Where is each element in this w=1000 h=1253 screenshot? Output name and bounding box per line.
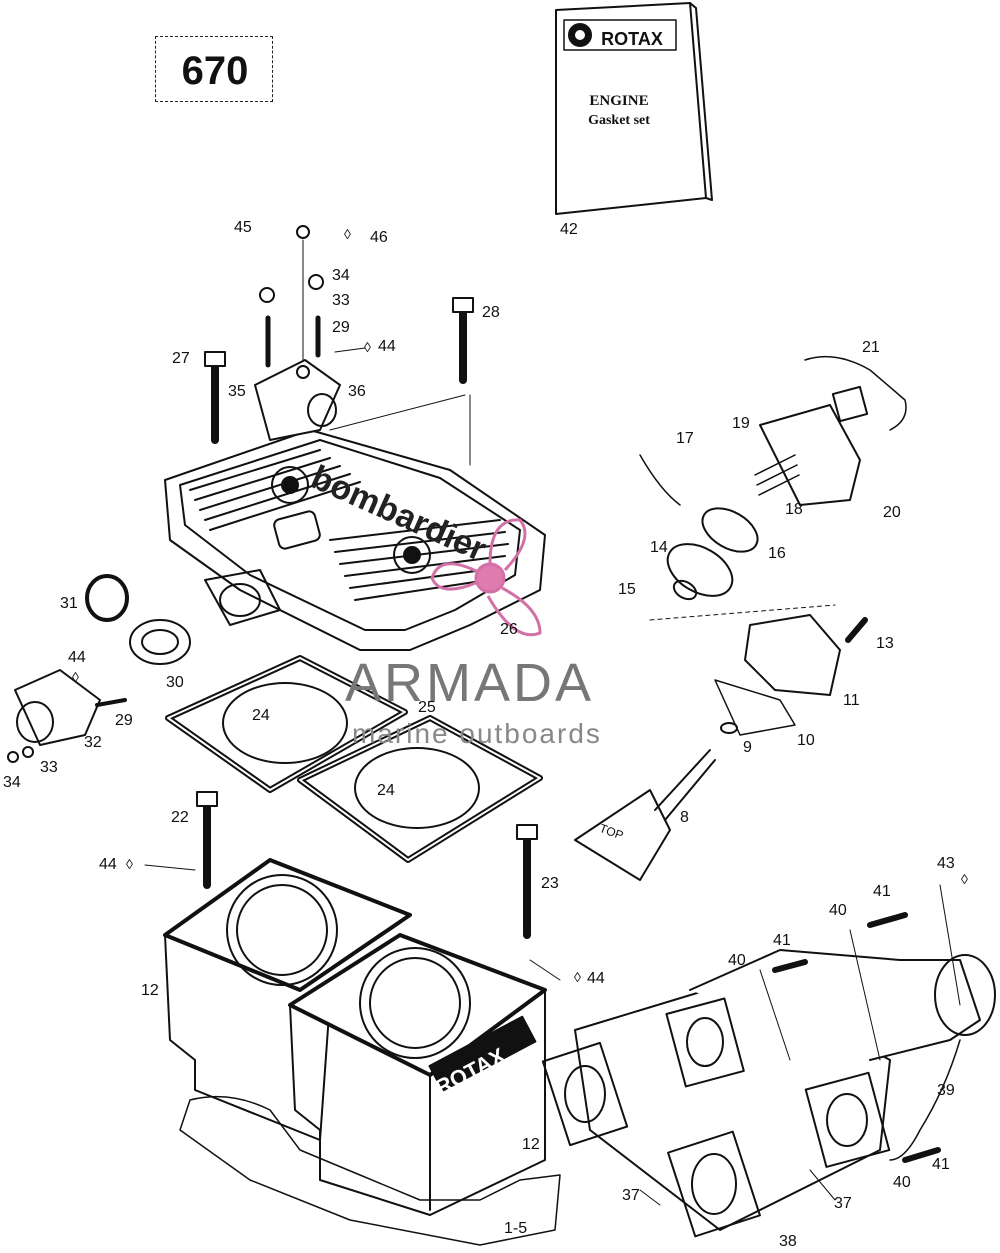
callout-18[interactable]: 18 xyxy=(785,501,803,518)
exhaust-manifold xyxy=(541,949,996,1238)
cylinders xyxy=(163,858,547,1216)
callout-46[interactable]: 46 xyxy=(370,229,388,246)
callout-12[interactable]: 12 xyxy=(141,982,159,999)
callout-40[interactable]: 40 xyxy=(829,902,847,919)
callout-42[interactable]: 42 xyxy=(560,221,578,238)
callout-20[interactable]: 20 xyxy=(883,504,901,521)
callout-24[interactable]: 24 xyxy=(252,707,270,724)
callout-43[interactable]: 43 xyxy=(937,855,955,872)
callout-36[interactable]: 36 xyxy=(348,383,366,400)
callout-28[interactable]: 28 xyxy=(482,304,500,321)
base-gasket xyxy=(179,1095,561,1246)
callout-12[interactable]: 12 xyxy=(522,1136,540,1153)
watermark-tagline: marine outboards xyxy=(352,718,602,749)
callout-35[interactable]: 35 xyxy=(228,383,246,400)
callout-33[interactable]: 33 xyxy=(40,759,58,776)
gasket-set-booklet xyxy=(555,2,713,215)
sealant-drop-icon: ◊ xyxy=(344,226,351,242)
callout-34[interactable]: 34 xyxy=(332,267,350,284)
model-number: 670 xyxy=(181,49,249,93)
callout-44[interactable]: 44 xyxy=(587,970,605,987)
callout-27[interactable]: 27 xyxy=(172,350,190,367)
head-gaskets xyxy=(165,655,543,863)
sealant-drop-icon: ◊ xyxy=(364,339,371,355)
callout-13[interactable]: 13 xyxy=(876,635,894,652)
callout-16[interactable]: 16 xyxy=(768,545,786,562)
sealant-drop-icon: ◊ xyxy=(961,871,968,887)
callout-29[interactable]: 29 xyxy=(115,712,133,729)
callout-25[interactable]: 25 xyxy=(418,699,436,716)
callout-29[interactable]: 29 xyxy=(332,319,350,336)
callout-10[interactable]: 10 xyxy=(797,732,815,749)
rave-valve-assembly xyxy=(574,355,907,881)
callout-30[interactable]: 30 xyxy=(166,674,184,691)
callout-41[interactable]: 41 xyxy=(932,1156,950,1173)
model-number-box: 670 xyxy=(155,36,273,102)
callout-38[interactable]: 38 xyxy=(779,1233,797,1250)
cylinder-head-cover xyxy=(164,429,546,651)
callout-23[interactable]: 23 xyxy=(541,875,559,892)
gasket-set-label: ROTAX ENGINE Gasket set xyxy=(556,3,706,215)
thermostat-group xyxy=(7,574,191,763)
callout-44[interactable]: 44 xyxy=(99,856,117,873)
callout-41[interactable]: 41 xyxy=(873,883,891,900)
callout-17[interactable]: 17 xyxy=(676,430,694,447)
callout-21[interactable]: 21 xyxy=(862,339,880,356)
callout-9[interactable]: 9 xyxy=(743,739,752,756)
armada-logo-icon xyxy=(430,518,542,637)
callout-11[interactable]: 11 xyxy=(843,692,860,709)
callout-37[interactable]: 37 xyxy=(834,1195,852,1212)
callout-15[interactable]: 15 xyxy=(618,581,636,598)
sealant-drop-icon: ◊ xyxy=(72,669,79,685)
callout-39[interactable]: 39 xyxy=(937,1082,955,1099)
callout-44[interactable]: 44 xyxy=(68,649,86,666)
watermark-name: ARMADA xyxy=(345,653,595,713)
callout-45[interactable]: 45 xyxy=(234,219,252,236)
callout-34[interactable]: 34 xyxy=(3,774,21,791)
bolts-and-studs[interactable] xyxy=(196,225,941,1163)
callout-1-5[interactable]: 1-5 xyxy=(504,1220,528,1237)
callout-31[interactable]: 31 xyxy=(60,595,78,612)
callout-32[interactable]: 32 xyxy=(84,734,102,751)
callout-26[interactable]: 26 xyxy=(500,621,518,638)
leader-lines xyxy=(144,347,961,1206)
callout-19[interactable]: 19 xyxy=(732,415,750,432)
callout-37[interactable]: 37 xyxy=(622,1187,640,1204)
kit-title: ENGINE xyxy=(589,93,649,109)
kit-brand: ROTAX xyxy=(601,29,663,49)
thermostat-housing xyxy=(254,359,341,441)
sealant-drop-icon: ◊ xyxy=(574,969,581,985)
callout-40[interactable]: 40 xyxy=(893,1174,911,1191)
callout-44[interactable]: 44 xyxy=(378,338,396,355)
callout-14[interactable]: 14 xyxy=(650,539,668,556)
callout-24[interactable]: 24 xyxy=(377,782,395,799)
callout-40[interactable]: 40 xyxy=(728,952,746,969)
kit-subtitle: Gasket set xyxy=(588,113,650,128)
callout-33[interactable]: 33 xyxy=(332,292,350,309)
callout-22[interactable]: 22 xyxy=(171,809,189,826)
sealant-drop-icon: ◊ xyxy=(126,856,133,872)
callout-41[interactable]: 41 xyxy=(773,932,791,949)
callout-8[interactable]: 8 xyxy=(680,809,689,826)
